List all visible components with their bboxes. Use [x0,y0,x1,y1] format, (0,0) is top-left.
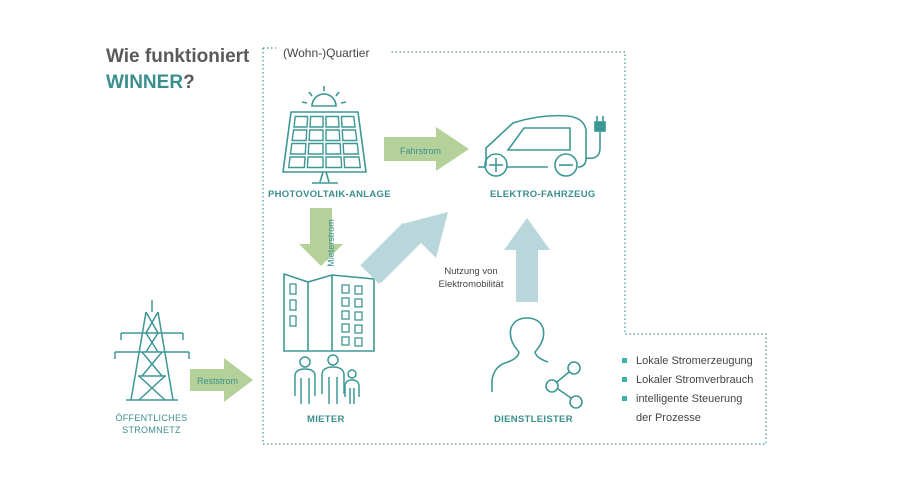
solar-cells [287,115,362,169]
title-accent: WINNER [106,72,184,93]
building-windows [289,283,363,347]
label-elektro-fahrzeug: ELEKTRO-FAHRZEUG [490,189,596,200]
solar-cell [309,115,324,128]
mieterstrom-arrow [299,208,343,266]
area-label: (Wohn-)Quartier [283,46,370,60]
building-window [354,298,363,308]
solar-cell [308,129,324,142]
sun-icon [301,86,347,107]
label-dienstleister: DIENSTLEISTER [494,414,573,425]
nutzung-line-1: Nutzung von [444,266,498,277]
dienstleister-arrow [504,218,550,302]
nutzung-line-2: Elektromobilität [438,279,504,290]
label-stromnetz-line-2: STROMNETZ [122,425,181,435]
building-window [354,337,363,347]
solar-cell [343,156,362,169]
electric-car-icon [478,114,587,177]
building-window [354,285,363,295]
building-window [341,310,350,320]
solar-cell [289,142,307,155]
plug-icon [585,116,606,160]
solar-cell [291,129,308,142]
network-icon [545,361,583,409]
solar-cell [306,156,324,169]
building-window [354,311,363,321]
legend-item-text: intelligente Steuerung [636,393,743,405]
label-stromnetz: ÖFFENTLICHES STROMNETZ [104,412,199,436]
bullet-square-icon [622,396,627,401]
flow-label-mieterstrom: Mieterstrom [325,219,336,267]
building-icon [283,272,375,352]
reststrom-arrow [190,358,253,402]
legend-item-text: Lokaler Stromverbrauch [636,374,754,386]
flow-label-reststrom: Reststrom [197,376,239,386]
fahrstrom-arrow [384,127,469,171]
solar-cell [342,142,360,155]
building-window [341,336,350,346]
quartier-boundary [262,48,767,445]
legend-item-text: der Prozesse [636,412,701,424]
title-question-mark: ? [183,72,195,93]
solar-cell [307,142,324,155]
person-icon [491,317,549,392]
label-photovoltaik: PHOTOVOLTAIK-ANLAGE [268,189,391,200]
bullet-square-icon [622,358,627,363]
legend-item-continuation: der Prozesse [622,409,753,428]
legend-item: Lokaler Stromverbrauch [622,371,753,390]
building-window [341,297,350,307]
title-line-1: Wie funktioniert [106,46,250,67]
legend-item: intelligente Steuerung [622,390,753,409]
building-window [289,283,297,295]
building-window [341,323,350,333]
solar-panel-icon [282,111,367,184]
solar-cell [293,115,309,128]
building-window [289,315,297,327]
flow-label-fahrstrom: Fahrstrom [400,146,442,156]
bullet-square-icon [622,377,627,382]
label-mieter: MIETER [307,414,345,425]
legend-item-text: Lokale Stromerzeugung [636,355,753,367]
solar-cell [341,129,358,142]
legend-item: Lokale Stromerzeugung [622,352,753,371]
nutzung-arrow [360,212,448,284]
solar-cell [325,129,341,142]
family-icon [294,354,360,404]
label-stromnetz-line-1: ÖFFENTLICHES [115,413,188,423]
solar-cell [325,115,340,128]
flow-label-nutzung: Nutzung von Elektromobilität [432,265,510,291]
solar-cell [340,115,356,128]
solar-cell [325,142,342,155]
building-window [289,299,297,311]
building-window [341,284,350,294]
solar-cell [287,156,306,169]
building-window [354,324,363,334]
pylon-icon [114,300,190,401]
title-line-2: WINNER? [106,72,195,94]
solar-cell [325,156,343,169]
legend-list: Lokale Stromerzeugung Lokaler Stromverbr… [622,352,753,428]
